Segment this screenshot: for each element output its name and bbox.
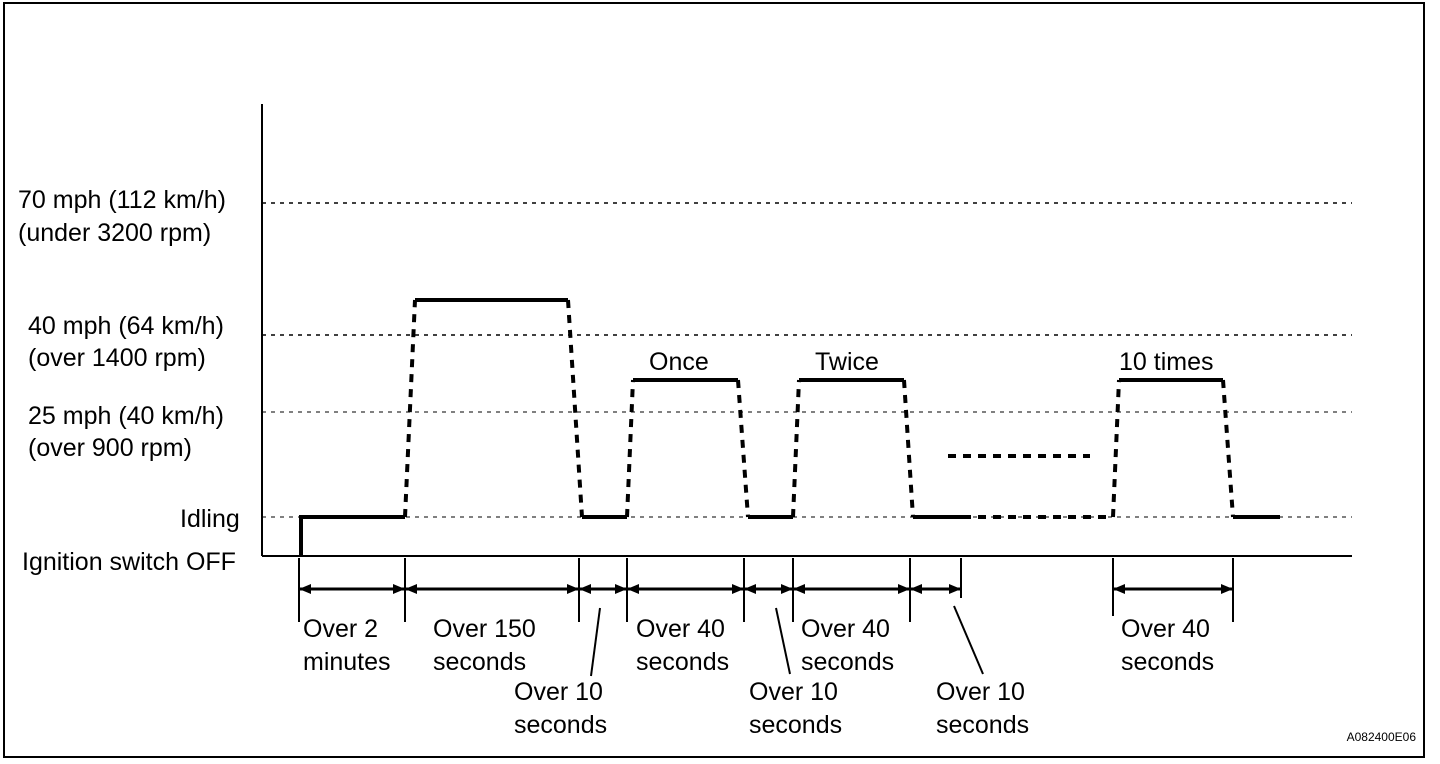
duration-d1-line1: Over 2: [303, 615, 378, 643]
profile-start: [299, 515, 405, 556]
duration-d2-line1: Over 150: [433, 615, 536, 643]
label-idling: Idling: [180, 505, 240, 533]
duration-d5-line2: seconds: [749, 711, 842, 739]
label-10-times: 10 times: [1119, 348, 1213, 376]
label-25mph: 25 mph (40 km/h): [28, 402, 224, 430]
leader-d5: [775, 607, 791, 675]
leader-d3: [590, 607, 601, 677]
duration-d3-line1: Over 10: [514, 678, 603, 706]
decel-from-40: [566, 299, 584, 518]
duration-d7-line2: seconds: [936, 711, 1029, 739]
accel-once: [625, 379, 635, 518]
duration-d5-line1: Over 10: [749, 678, 838, 706]
duration-d6-line1: Over 40: [801, 615, 890, 643]
label-once: Once: [649, 348, 709, 376]
decel-twice: [902, 379, 915, 518]
leader-lines: [590, 605, 984, 677]
label-70mph: 70 mph (112 km/h): [18, 186, 226, 214]
duration-d4-line1: Over 40: [636, 615, 725, 643]
label-40mph-rpm: (over 1400 rpm): [28, 344, 206, 372]
accel-twice: [791, 379, 801, 518]
label-ignition-off: Ignition switch OFF: [22, 548, 236, 576]
decel-once: [736, 379, 750, 518]
speed-profile-dashed: [403, 299, 1235, 519]
accel-ten: [1111, 379, 1121, 518]
duration-d8-line2: seconds: [1121, 648, 1214, 676]
label-twice: Twice: [815, 348, 879, 376]
speed-profile-solid: [299, 298, 1280, 556]
figure-frame: [3, 2, 1425, 758]
duration-d8-line1: Over 40: [1121, 615, 1210, 643]
duration-d3-line2: seconds: [514, 711, 607, 739]
duration-d7-line1: Over 10: [936, 678, 1025, 706]
duration-d1-line2: minutes: [303, 648, 391, 676]
label-25mph-rpm: (over 900 rpm): [28, 434, 192, 462]
accel-to-40: [403, 299, 417, 518]
label-40mph: 40 mph (64 km/h): [28, 312, 224, 340]
duration-d6-line2: seconds: [801, 648, 894, 676]
label-70mph-rpm: (under 3200 rpm): [18, 219, 211, 247]
duration-d2-line2: seconds: [433, 648, 526, 676]
figure-code: A082400E06: [1347, 730, 1417, 744]
leader-d7: [953, 605, 984, 675]
duration-d4-line2: seconds: [636, 648, 729, 676]
decel-ten: [1221, 379, 1235, 518]
